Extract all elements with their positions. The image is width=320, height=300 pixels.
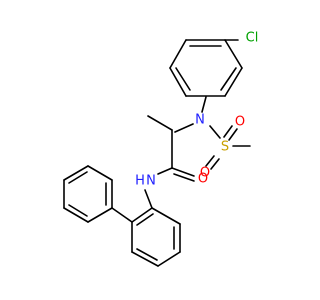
bond [63,165,89,181]
bond [223,125,233,138]
bond [87,207,113,223]
sulfonyl-oxygen-lower-label: O [200,166,210,181]
bond [87,165,113,181]
bond [63,207,89,223]
bond [157,251,181,267]
bond [151,207,181,225]
bond [209,125,221,139]
bond [175,67,191,91]
chemical-structure-diagram: Cl N S O O O N H [63,31,258,267]
bond [210,158,220,170]
bond [171,167,195,177]
bond [136,248,158,261]
bond [224,67,243,97]
bond [157,167,173,175]
bond [173,173,195,182]
bond [68,171,88,184]
bond [136,213,154,226]
bond [220,67,237,91]
atom-labels: Cl N S O O O N H [135,31,258,189]
sulfonamide-nitrogen-label: N [195,113,205,128]
amide-hydrogen-label: H [135,174,145,189]
bond [68,204,88,217]
bond [111,207,133,223]
amide-nitrogen-label: N [146,174,156,189]
bond [147,115,173,131]
bond [174,123,194,133]
sulfur-label: S [221,140,229,155]
chlorine-label: Cl [246,31,259,46]
bond [131,207,153,223]
bond [144,189,153,209]
bond [169,67,187,97]
bond [224,39,243,69]
bond [205,155,215,167]
carbonyl-oxygen-label: O [198,172,208,187]
sulfonyl-oxygen-upper-label: O [235,115,245,130]
bond [131,251,159,267]
bond [228,128,238,141]
bonds [63,39,251,267]
bond [169,39,187,69]
bond [201,96,207,113]
